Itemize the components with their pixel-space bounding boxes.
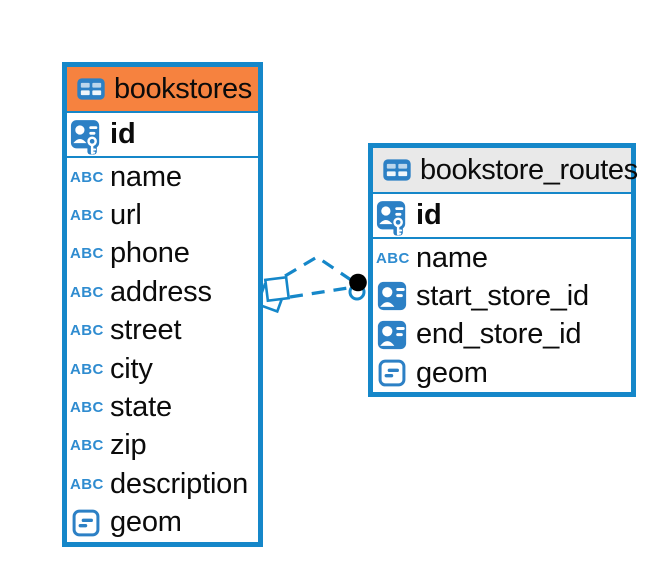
column-row[interactable]: ABC state — [67, 388, 258, 426]
text-abc-icon: ABC — [70, 399, 104, 417]
text-abc-icon: ABC — [70, 360, 104, 378]
primary-key-icon — [70, 119, 102, 157]
column-row-pk[interactable]: id — [67, 111, 258, 156]
column-row[interactable]: geom — [67, 504, 258, 542]
primary-key-icon — [376, 200, 408, 238]
column-row[interactable]: ABC address — [67, 273, 258, 311]
column-row[interactable]: ABC zip — [67, 427, 258, 465]
text-abc-icon: ABC — [70, 168, 104, 186]
foreign-key-icon — [376, 280, 408, 312]
table-header[interactable]: bookstores — [67, 67, 258, 111]
column-row[interactable]: start_store_id — [373, 277, 631, 315]
column-row[interactable]: ABC name — [67, 158, 258, 196]
column-row[interactable]: geom — [373, 354, 631, 392]
column-name: zip — [110, 429, 147, 462]
geometry-icon — [71, 508, 101, 538]
table-title: bookstore_routes — [420, 153, 638, 186]
many-end-diamond[interactable] — [263, 275, 291, 303]
one-end-dot[interactable] — [349, 273, 367, 292]
table-title: bookstores — [114, 72, 252, 105]
column-row[interactable]: ABC phone — [67, 235, 258, 273]
relationship-line[interactable] — [284, 255, 352, 282]
column-name: id — [110, 118, 136, 150]
column-row-pk[interactable]: id — [373, 192, 631, 237]
column-row[interactable]: ABC description — [67, 465, 258, 503]
column-name: url — [110, 199, 142, 232]
text-abc-icon: ABC — [376, 249, 410, 267]
text-abc-icon: ABC — [70, 437, 104, 455]
relationship-line[interactable] — [289, 286, 349, 299]
column-list: ABC name start_store_id end_store_id geo… — [373, 237, 631, 392]
column-row[interactable]: ABC street — [67, 312, 258, 350]
column-row[interactable]: ABC city — [67, 350, 258, 388]
text-abc-icon: ABC — [70, 207, 104, 225]
table-icon — [382, 158, 412, 182]
column-row[interactable]: end_store_id — [373, 316, 631, 354]
table-header[interactable]: bookstore_routes — [373, 148, 638, 192]
column-name: street — [110, 314, 182, 347]
table-bookstore-routes[interactable]: bookstore_routes id ABC name start_store… — [368, 143, 638, 397]
column-list: ABC name ABC url ABC phone ABC address A… — [67, 156, 258, 542]
column-row[interactable]: ABC url — [67, 196, 258, 234]
column-name: end_store_id — [416, 318, 582, 351]
column-name: address — [110, 275, 212, 308]
column-name: phone — [110, 237, 190, 270]
column-name: city — [110, 352, 153, 385]
column-name: description — [110, 467, 249, 500]
column-name: state — [110, 391, 172, 424]
column-name: start_store_id — [416, 279, 589, 312]
geometry-icon — [377, 358, 407, 388]
column-name: name — [110, 160, 182, 193]
text-abc-icon: ABC — [70, 322, 104, 340]
table-icon — [76, 77, 106, 101]
column-name: geom — [416, 356, 488, 389]
foreign-key-icon — [376, 319, 408, 351]
column-row[interactable]: ABC name — [373, 239, 631, 277]
table-bookstores[interactable]: bookstores id ABC name ABC url ABC phone… — [62, 62, 263, 547]
text-abc-icon: ABC — [70, 475, 104, 493]
column-name: name — [416, 241, 488, 274]
text-abc-icon: ABC — [70, 245, 104, 263]
column-name: id — [416, 199, 442, 231]
text-abc-icon: ABC — [70, 283, 104, 301]
column-name: geom — [110, 506, 182, 539]
